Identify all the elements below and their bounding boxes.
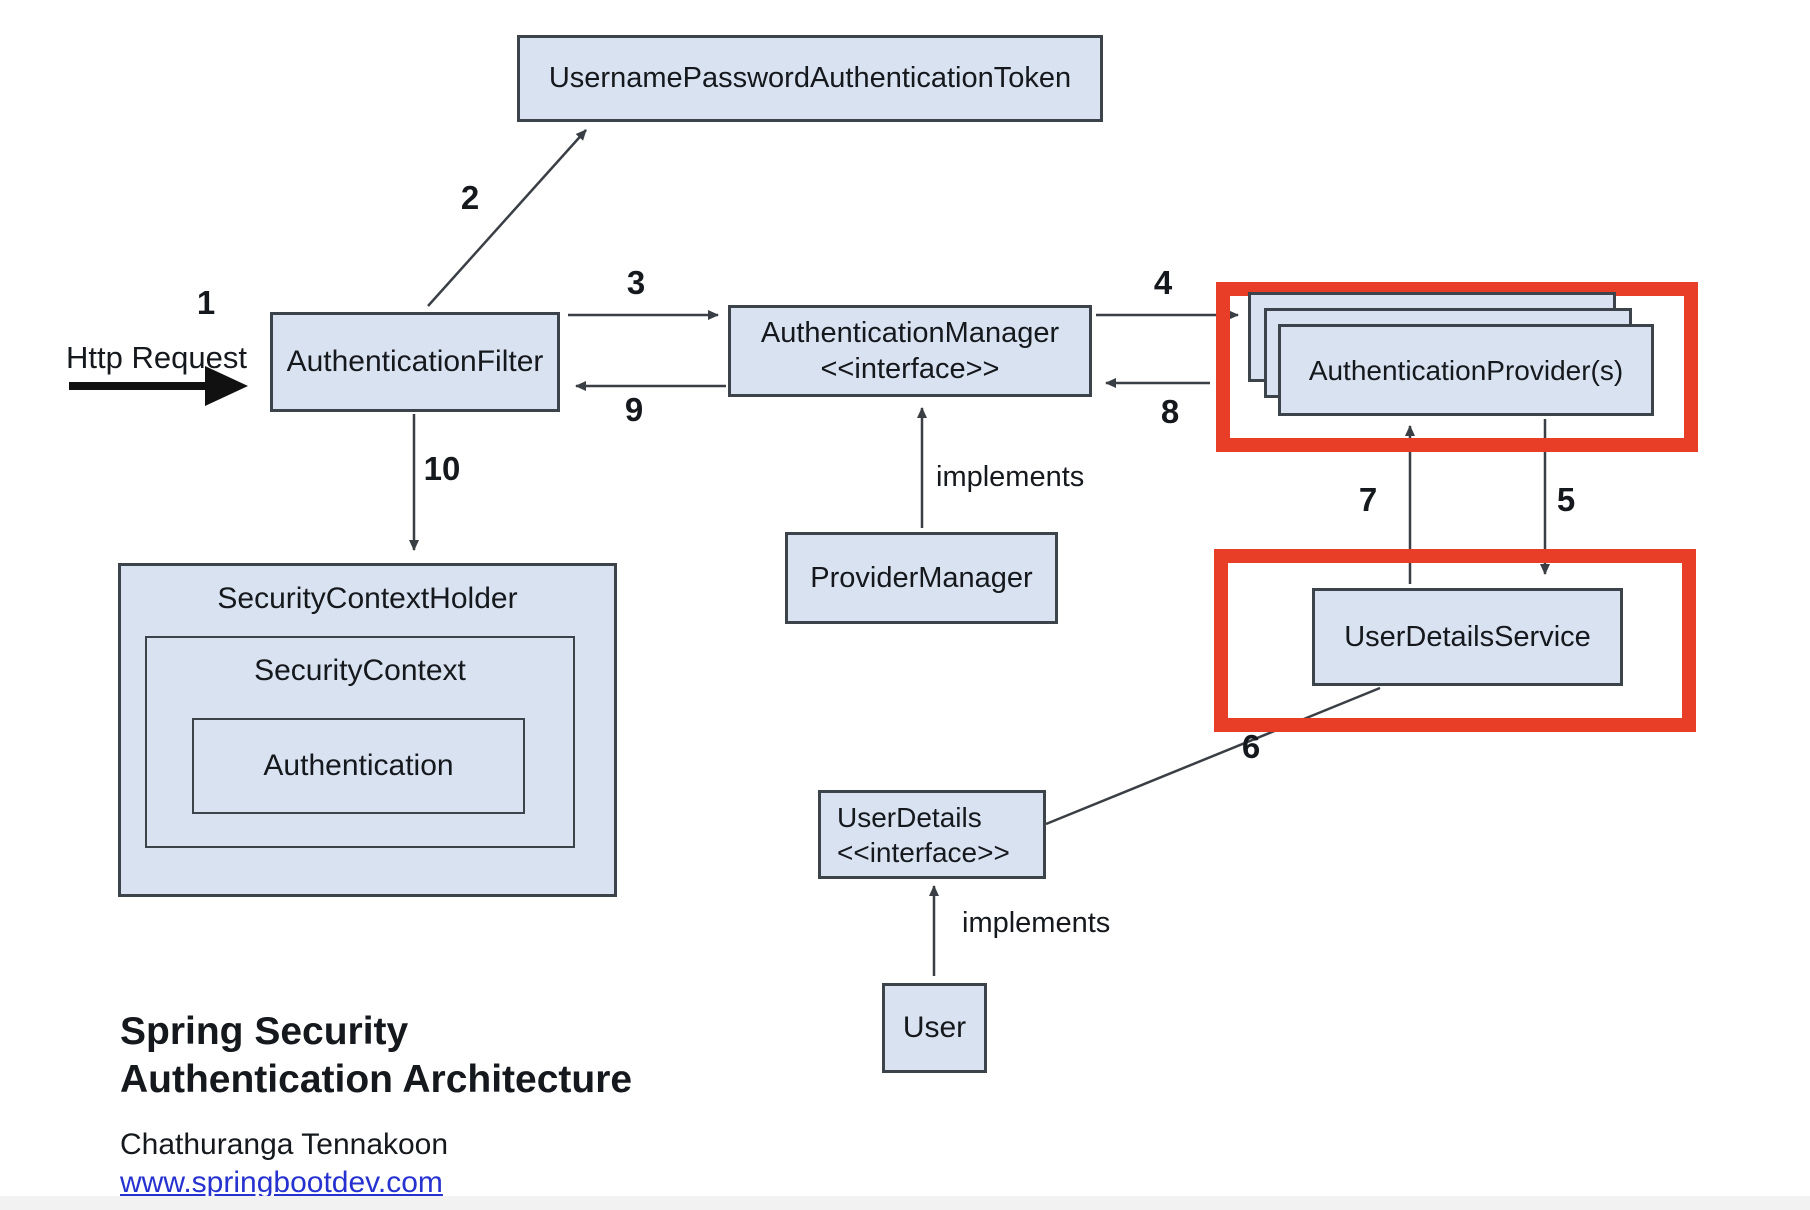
node-label: ProviderManager xyxy=(810,561,1033,594)
node-label: Authentication xyxy=(263,749,454,783)
line-step-6 xyxy=(1045,686,1381,826)
node-authentication: Authentication xyxy=(192,718,525,814)
node-user-details: UserDetails <<interface>> xyxy=(818,790,1046,879)
http-request-arrow xyxy=(69,366,248,406)
node-label: AuthenticationFilter xyxy=(286,345,544,379)
step-9-label: 9 xyxy=(624,391,644,428)
node-label: SecurityContext xyxy=(254,654,466,687)
highlight-user-details-service xyxy=(1214,549,1696,732)
website-link[interactable]: www.springbootdev.com xyxy=(120,1166,443,1199)
step-7-label: 7 xyxy=(1358,481,1378,518)
step-2-label: 2 xyxy=(460,179,480,216)
node-user: User xyxy=(882,983,987,1073)
arrow-step-2 xyxy=(427,129,587,307)
node-label-line2: <<interface>> xyxy=(837,836,1010,868)
step-3-label: 3 xyxy=(626,264,646,301)
implements-user-label: implements xyxy=(962,907,1111,939)
diagram-title-line2: Authentication Architecture xyxy=(120,1058,633,1101)
node-username-password-authentication-token: UsernamePasswordAuthenticationToken xyxy=(517,35,1103,122)
diagram-title-line1: Spring Security xyxy=(120,1010,409,1053)
bottom-strip xyxy=(0,1196,1810,1210)
step-8-label: 8 xyxy=(1160,393,1180,430)
node-label-line2: <<interface>> xyxy=(820,353,1000,385)
node-label-line1: AuthenticationManager xyxy=(760,316,1060,349)
node-label: UsernamePasswordAuthenticationToken xyxy=(548,62,1072,95)
step-6-label: 6 xyxy=(1241,728,1261,765)
author-name: Chathuranga Tennakoon xyxy=(120,1128,449,1161)
step-4-label: 4 xyxy=(1153,264,1173,301)
node-user-details-service: UserDetailsService xyxy=(1312,588,1623,686)
node-provider-manager: ProviderManager xyxy=(785,532,1058,624)
http-request-label: Http Request xyxy=(66,340,247,375)
implements-manager-label: implements xyxy=(936,461,1085,493)
step-1-label: 1 xyxy=(196,284,216,321)
diagram-title: Spring Security Authentication Architect… xyxy=(120,1008,632,1104)
node-label: AuthenticationProvider(s) xyxy=(1308,354,1624,386)
step-10-label: 10 xyxy=(423,450,461,487)
node-label: SecurityContextHolder xyxy=(217,582,518,615)
node-label: UserDetailsService xyxy=(1344,620,1591,653)
node-authentication-manager: AuthenticationManager <<interface>> xyxy=(728,305,1092,397)
node-authentication-providers: AuthenticationProvider(s) xyxy=(1278,324,1654,416)
node-authentication-filter: AuthenticationFilter xyxy=(270,312,560,412)
node-label-line1: UserDetails xyxy=(837,801,982,833)
step-5-label: 5 xyxy=(1556,481,1576,518)
node-label: User xyxy=(902,1011,967,1045)
